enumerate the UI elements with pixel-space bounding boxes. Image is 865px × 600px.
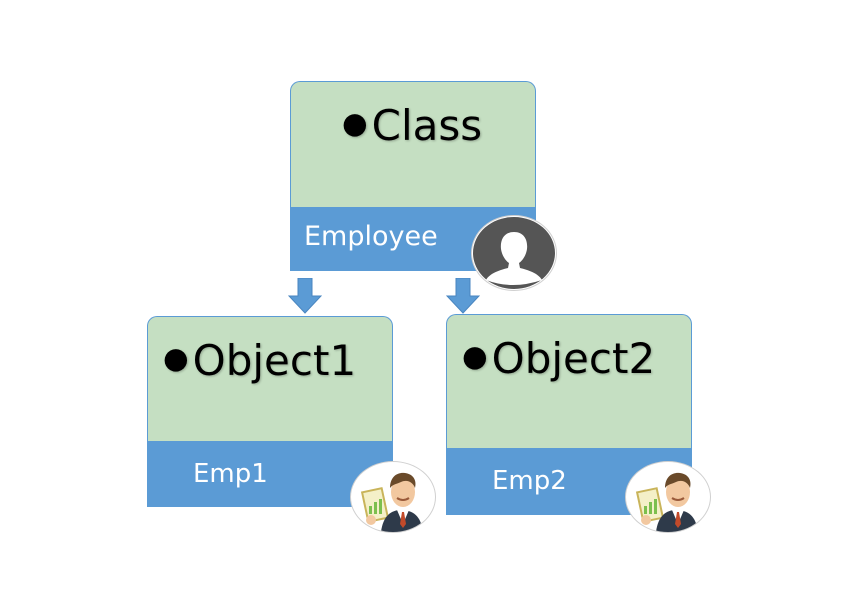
object2-label: Emp2 [492, 466, 567, 496]
bullet-icon: ● [163, 340, 189, 375]
class-label: Employee [304, 221, 438, 252]
object2-box: ●Object2 Emp2 [446, 314, 692, 515]
object1-label: Emp1 [193, 459, 268, 489]
object2-title: ●Object2 [462, 334, 656, 383]
object1-title: ●Object1 [163, 336, 357, 385]
class-box-body [290, 81, 536, 207]
object1-box-body [147, 316, 393, 441]
arrow-down-icon [446, 278, 480, 314]
businessman-icon [350, 461, 436, 533]
bullet-icon: ● [462, 338, 488, 373]
businessman-icon [625, 461, 711, 533]
user-silhouette-icon [471, 215, 557, 291]
class-box: ●Class Employee [290, 81, 536, 271]
bullet-icon: ● [342, 105, 368, 140]
object2-box-body [446, 314, 692, 448]
arrow-down-icon [288, 278, 322, 314]
class-title: ●Class [342, 101, 483, 150]
